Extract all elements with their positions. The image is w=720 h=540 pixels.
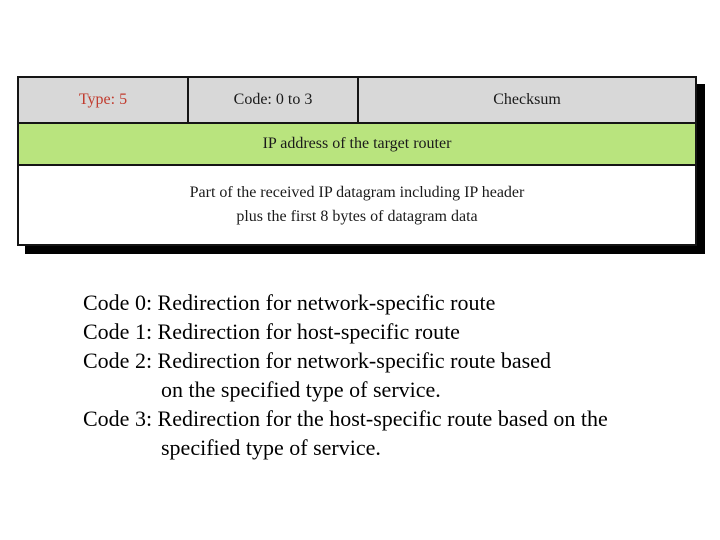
code-0-description: Code 0: Redirection for network-specific… <box>83 290 496 315</box>
field-ip-address-label: IP address of the target router <box>262 135 452 152</box>
field-code-label: Code: 0 to 3 <box>233 91 313 108</box>
code-2-description-continued: on the specified type of service. <box>161 377 441 402</box>
icmp-redirect-packet-diagram: Type: 5 Code: 0 to 3 Checksum IP address… <box>17 76 697 246</box>
code-3-description: Code 3: Redirection for the host-specifi… <box>83 406 608 431</box>
code-1-description: Code 1: Redirection for host-specific ro… <box>83 319 460 344</box>
packet-header-row: Type: 5 Code: 0 to 3 Checksum <box>19 78 695 122</box>
datagram-data-line-1: Part of the received IP datagram includi… <box>189 184 525 201</box>
field-code: Code: 0 to 3 <box>189 78 359 122</box>
field-ip-address-row: IP address of the target router <box>19 122 695 166</box>
field-datagram-data-row: Part of the received IP datagram includi… <box>19 166 695 244</box>
datagram-data-line-2: plus the first 8 bytes of datagram data <box>236 208 478 225</box>
field-checksum: Checksum <box>359 78 695 122</box>
code-2-description: Code 2: Redirection for network-specific… <box>83 348 551 373</box>
code-descriptions: Code 0: Redirection for network-specific… <box>83 288 608 462</box>
field-type: Type: 5 <box>19 78 189 122</box>
code-3-description-continued: specified type of service. <box>161 435 381 460</box>
field-checksum-label: Checksum <box>493 91 561 108</box>
field-type-label: Type: 5 <box>78 91 128 108</box>
